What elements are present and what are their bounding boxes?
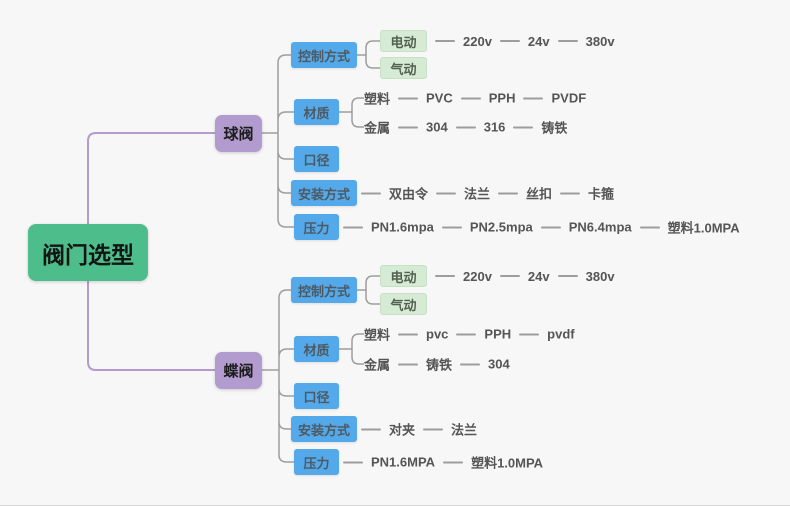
- edge-dash: [441, 226, 462, 228]
- node-clamp[interactable]: 卡箍: [588, 186, 615, 202]
- node-pressure[interactable]: 压力: [294, 214, 339, 240]
- node-cast-iron[interactable]: 铸铁: [541, 120, 568, 136]
- node-butterfly-valve[interactable]: 蝶阀: [215, 352, 262, 389]
- edge-dash: [540, 226, 561, 228]
- edge-dash: [456, 333, 477, 335]
- node-ball-valve[interactable]: 球阀: [215, 115, 262, 152]
- edge-dash: [443, 461, 464, 463]
- edge-dash: [498, 192, 519, 194]
- node-thread[interactable]: 丝扣: [526, 186, 553, 202]
- edge-dash: [560, 192, 581, 194]
- node-24v-bf[interactable]: 24v: [527, 268, 550, 284]
- edge-dash: [499, 40, 520, 42]
- edge-dash: [423, 428, 444, 430]
- node-pn16-bf[interactable]: PN1.6MPA: [371, 454, 436, 470]
- edge-dash: [460, 363, 481, 365]
- edge-dash: [398, 126, 419, 128]
- node-pph[interactable]: PPH: [488, 90, 516, 106]
- node-plastic-10mpa-bf[interactable]: 塑料1.0MPA: [471, 455, 544, 471]
- node-pn64[interactable]: PN6.4mpa: [568, 219, 632, 235]
- node-diameter-bf[interactable]: 口径: [294, 383, 339, 409]
- node-220v-bf[interactable]: 220v: [463, 268, 492, 284]
- node-flange-bf[interactable]: 法兰: [451, 422, 478, 438]
- node-304-bf[interactable]: 304: [488, 356, 510, 372]
- node-metal[interactable]: 金属: [364, 120, 391, 136]
- edge-dash: [361, 192, 381, 194]
- edge-dash: [460, 97, 481, 99]
- node-304[interactable]: 304: [426, 119, 448, 135]
- edge-dash: [557, 275, 578, 277]
- edge-dash: [523, 97, 544, 99]
- row-pressure-bf: PN1.6MPA 塑料1.0MPA: [343, 453, 543, 472]
- node-316[interactable]: 316: [483, 119, 506, 135]
- edge-dash: [436, 192, 457, 194]
- node-control-mode[interactable]: 控制方式: [291, 42, 357, 68]
- node-plastic-10mpa[interactable]: 塑料1.0MPA: [667, 220, 740, 236]
- node-control-mode-bf[interactable]: 控制方式: [291, 277, 357, 303]
- node-cast-iron-bf[interactable]: 铸铁: [426, 357, 453, 373]
- edge-dash: [513, 126, 534, 128]
- node-pvdf[interactable]: PVDF: [551, 90, 587, 106]
- row-plastic: 塑料 PVC PPH PVDF: [364, 89, 586, 108]
- row-electric-bf: 电动 220v 24v 380v: [380, 265, 615, 287]
- edge-dash: [639, 226, 660, 228]
- node-electric[interactable]: 电动: [380, 30, 427, 52]
- node-220v[interactable]: 220v: [463, 33, 492, 49]
- edges-butterfly-valve: [262, 275, 380, 463]
- edges-ball-valve: [262, 40, 380, 228]
- edge-dash: [455, 126, 476, 128]
- node-380v[interactable]: 380v: [585, 33, 615, 49]
- edge-dash: [435, 275, 455, 277]
- node-pph-bf[interactable]: PPH: [484, 326, 512, 342]
- node-double-union[interactable]: 双由令: [389, 186, 429, 202]
- row-metal-bf: 金属 铸铁 304: [364, 355, 510, 374]
- edge-dash: [398, 363, 419, 365]
- node-pressure-bf[interactable]: 压力: [294, 449, 339, 475]
- row-pneumatic-bf: 气动: [380, 293, 427, 315]
- row-install-bf: 对夹 法兰: [361, 420, 477, 439]
- node-wafer[interactable]: 对夹: [389, 422, 416, 438]
- root-node[interactable]: 阀门选型: [28, 224, 148, 281]
- row-pressure: PN1.6mpa PN2.5mpa PN6.4mpa 塑料1.0MPA: [343, 218, 740, 237]
- node-24v[interactable]: 24v: [527, 33, 550, 49]
- node-pvc-bf[interactable]: pvc: [426, 326, 449, 342]
- node-plastic-bf[interactable]: 塑料: [364, 327, 391, 343]
- node-380v-bf[interactable]: 380v: [585, 268, 615, 284]
- node-flange[interactable]: 法兰: [464, 186, 491, 202]
- node-diameter[interactable]: 口径: [294, 146, 339, 172]
- row-pneumatic: 气动: [380, 57, 427, 79]
- node-metal-bf[interactable]: 金属: [364, 357, 391, 373]
- edge-dash: [435, 40, 455, 42]
- node-install-method[interactable]: 安装方式: [291, 180, 357, 206]
- edge-dash: [343, 226, 363, 228]
- node-pn16[interactable]: PN1.6mpa: [371, 219, 434, 235]
- node-pneumatic-bf[interactable]: 气动: [380, 293, 427, 315]
- edge-dash: [398, 333, 419, 335]
- node-install-method-bf[interactable]: 安装方式: [291, 416, 357, 442]
- edge-dash: [557, 40, 578, 42]
- node-pvc[interactable]: PVC: [426, 90, 453, 106]
- node-electric-bf[interactable]: 电动: [380, 265, 427, 287]
- row-metal: 金属 304 316 铸铁: [364, 118, 567, 137]
- edge-dash: [361, 428, 381, 430]
- row-electric: 电动 220v 24v 380v: [380, 30, 615, 52]
- edge-dash: [343, 461, 363, 463]
- node-material[interactable]: 材质: [294, 99, 339, 125]
- node-pneumatic[interactable]: 气动: [380, 57, 427, 79]
- node-plastic[interactable]: 塑料: [364, 91, 391, 107]
- row-install: 双由令 法兰 丝扣 卡箍: [361, 184, 614, 203]
- node-pn25[interactable]: PN2.5mpa: [469, 219, 533, 235]
- edge-dash: [519, 333, 540, 335]
- node-pvdf-bf[interactable]: pvdf: [547, 326, 575, 342]
- edge-dash: [499, 275, 520, 277]
- edge-dash: [398, 97, 419, 99]
- row-plastic-bf: 塑料 pvc PPH pvdf: [364, 325, 575, 344]
- node-material-bf[interactable]: 材质: [294, 336, 339, 362]
